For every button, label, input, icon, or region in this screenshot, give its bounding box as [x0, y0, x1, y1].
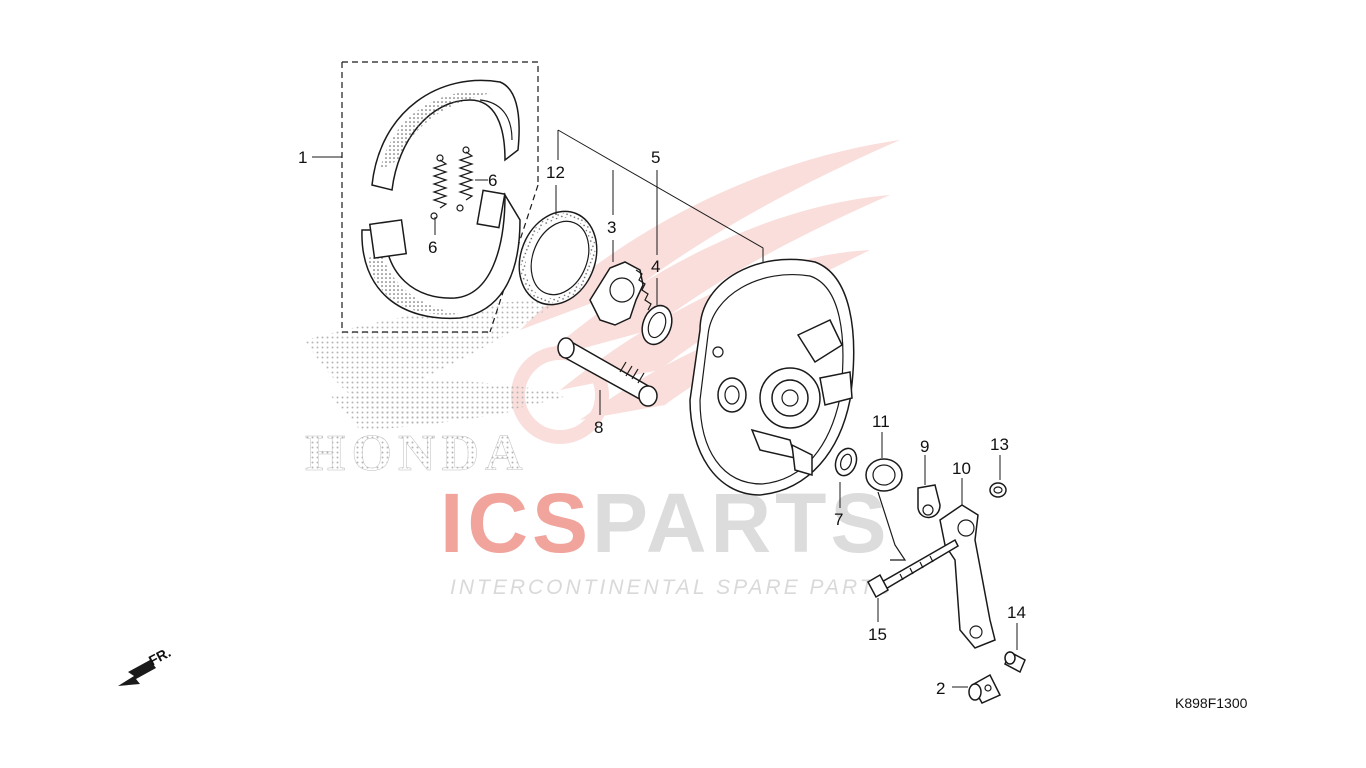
callout-14: 14 [1007, 603, 1026, 622]
callout-9: 9 [920, 437, 929, 456]
callout-3: 3 [607, 218, 616, 237]
brake-arm-return-spring [865, 458, 907, 561]
dust-seal [518, 210, 598, 306]
callout-12: 12 [546, 163, 565, 182]
front-direction-indicator: FR. [118, 644, 173, 686]
spring-right [456, 146, 474, 212]
callout-5: 5 [651, 148, 660, 167]
callout-13: 13 [990, 435, 1009, 454]
callouts: 1 12 3 5 6 6 4 8 11 9 13 10 7 15 14 2 [298, 148, 1026, 698]
brake-cam-shaft [557, 337, 658, 407]
wear-indicator [917, 484, 941, 519]
callout-2: 2 [936, 679, 945, 698]
honda-logo-text: HONDA [305, 425, 529, 482]
brake-shoe-group [341, 61, 539, 333]
callout-7: 7 [834, 510, 843, 529]
front-arrow-icon [118, 660, 156, 686]
felt-seal [834, 447, 858, 477]
callout-11: 11 [872, 412, 890, 431]
callout-15: 15 [868, 625, 887, 644]
honda-logo: HONDA [305, 300, 570, 482]
callout-10: 10 [952, 459, 971, 478]
watermark-tagline: INTERCONTINENTAL SPARE PARTS [450, 576, 893, 599]
bolt [866, 538, 959, 599]
watermark-brand-accent: ICS [440, 476, 592, 570]
brake-rod-joint [968, 673, 1002, 704]
joint-pin [1004, 650, 1026, 674]
callout-8: 8 [594, 418, 603, 437]
spring-left [430, 154, 448, 220]
washer [641, 304, 673, 346]
nut [989, 482, 1007, 498]
wear-indicator-plate [589, 261, 652, 326]
brake-shoe-upper [371, 79, 520, 191]
brake-panel [689, 258, 855, 496]
leader-lines [312, 129, 1018, 688]
callout-6-left: 6 [428, 238, 437, 257]
brake-shoe-lower [361, 189, 521, 320]
diagram-code: K898F1300 [1175, 695, 1248, 711]
callout-1: 1 [298, 148, 307, 167]
brake-arm [939, 504, 996, 649]
watermark-brand: ICSPARTS [440, 476, 891, 570]
callout-4: 4 [651, 257, 660, 276]
callout-6-right: 6 [488, 171, 497, 190]
